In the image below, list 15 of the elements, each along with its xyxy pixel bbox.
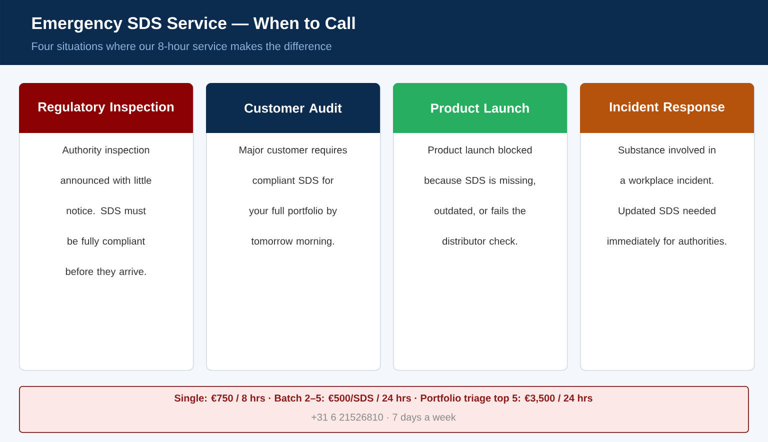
card-heading: Regulatory Inspection bbox=[38, 102, 174, 114]
card-description: Authority inspection announced with little notice. SDS must be fully compliant before they arrive. bbox=[60, 146, 152, 278]
scenario-card bbox=[393, 83, 568, 371]
subtitle: Four situations where our 8-hour service makes the difference bbox=[32, 42, 332, 50]
card-description: Substance involved in a workplace incident. Updated SDS needed immediately for authorities. bbox=[608, 146, 726, 247]
card-description: Major customer requires compliant SDS for your full portfolio by tomorrow morning. bbox=[240, 146, 347, 247]
card-heading: Incident Response bbox=[610, 102, 724, 114]
scenario-card bbox=[206, 83, 381, 371]
card-heading: Customer Audit bbox=[244, 103, 342, 113]
scenario-card bbox=[580, 83, 755, 371]
card-description: Product launch blocked because SDS is missing, outdated, or fails the distributor check. bbox=[424, 146, 535, 245]
card-heading: Product Launch bbox=[431, 103, 529, 113]
contact-line: +31 6 21526810 · 7 days a week bbox=[312, 413, 456, 423]
title: Emergency SDS Service — When to Call bbox=[32, 16, 355, 33]
scenario-card bbox=[19, 83, 194, 371]
